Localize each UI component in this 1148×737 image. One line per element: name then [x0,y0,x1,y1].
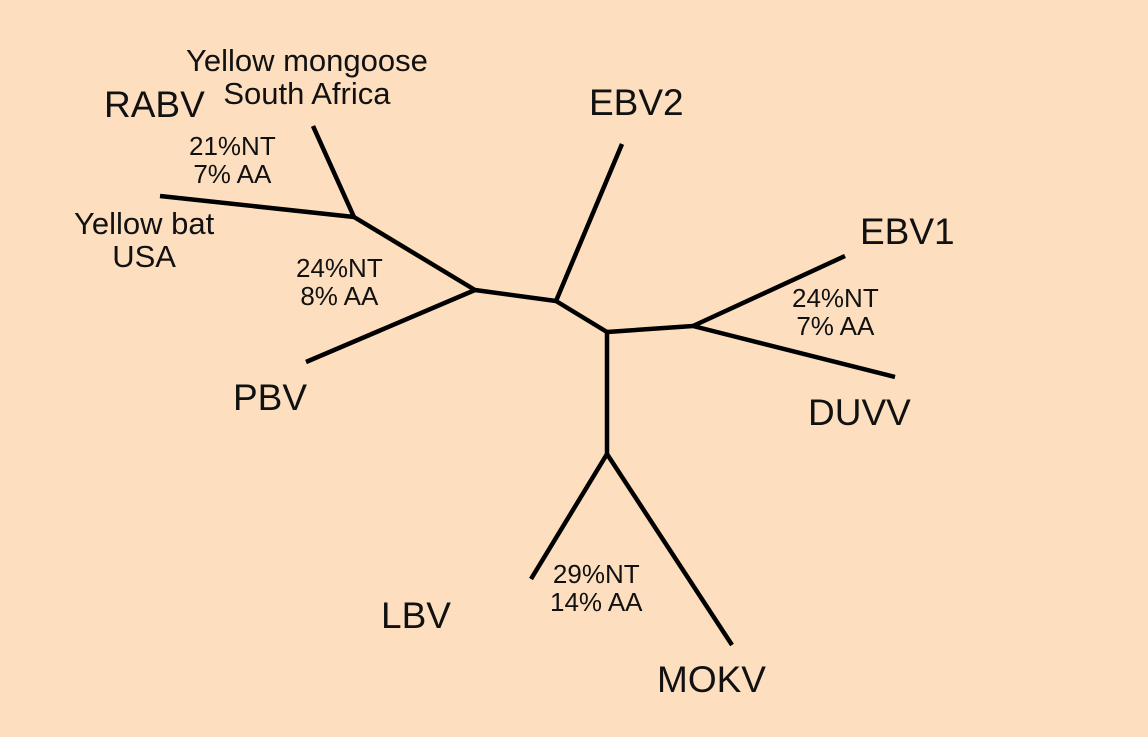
divergence-rabv-nt: 21%NT [189,131,276,161]
taxon-yellow-bat: Yellow bat USA [74,206,215,274]
branch-mokv [605,452,734,647]
branch-internal-2 [554,299,609,334]
taxon-yellow-mongoose-location: South Africa [223,75,391,111]
taxon-mokv: MOKV [657,659,766,700]
branch-lbv [529,452,609,581]
branch-internal-1 [474,287,557,304]
taxon-lbv: LBV [381,595,451,636]
divergence-lbv-mokv-nt: 29%NT [552,559,640,589]
divergence-ebv1-duvv-nt: 24%NT [792,283,879,313]
taxon-duvv: DUVV [808,392,911,433]
divergence-rabv-pbv: 24%NT 8% AA [296,253,383,311]
taxon-yellow-mongoose: Yellow mongoose South Africa [186,43,428,111]
taxon-yellow-bat-name: Yellow bat [74,206,215,241]
taxon-ebv1: EBV1 [860,211,955,252]
taxon-rabv: RABV [104,84,205,125]
branch-ebv2 [553,143,625,302]
taxon-yellow-mongoose-name: Yellow mongoose [186,43,428,78]
branch-ebv1 [692,253,846,329]
taxon-ebv2: EBV2 [589,82,684,123]
branch-duvv [692,323,896,380]
branch-rabv-mongoose [310,125,357,218]
branch-ebv1-duvv-stem [606,323,694,335]
divergence-rabv: 21%NT 7% AA [189,131,276,189]
divergence-ebv1-duvv-aa: 7% AA [796,310,875,341]
branch-rabv-bat [159,193,355,220]
divergence-rabv-pbv-aa: 8% AA [300,280,379,311]
taxon-yellow-bat-location: USA [112,238,176,274]
divergence-lbv-mokv-aa: 14% AA [550,586,643,617]
taxon-pbv: PBV [233,377,308,418]
divergence-rabv-pbv-nt: 24%NT [296,253,383,283]
branch-rabv-stem [352,215,477,292]
divergence-rabv-aa: 7% AA [193,158,272,189]
divergence-lbv-mokv: 29%NT 14% AA [550,559,643,617]
branch-pbv [305,287,476,365]
divergence-ebv1-duvv: 24%NT 7% AA [792,283,879,341]
